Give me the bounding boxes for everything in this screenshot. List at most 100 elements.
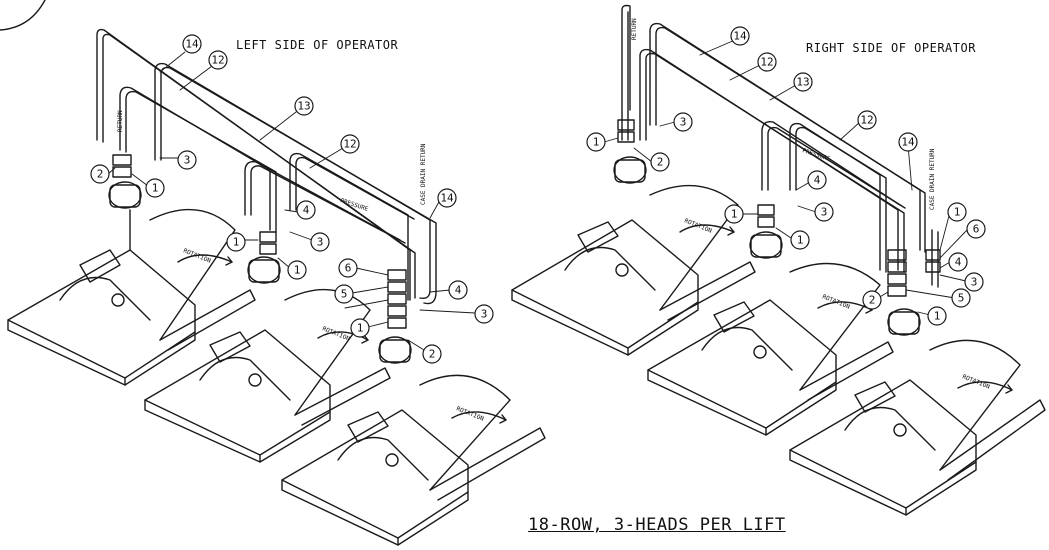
callout-bubble: 13: [294, 96, 314, 116]
left-side-title: LEFT SIDE OF OPERATOR: [236, 38, 399, 52]
callout-bubble: 3: [814, 202, 834, 222]
right-hose-bundle: [621, 4, 939, 288]
callout-number: 5: [958, 292, 965, 305]
callout-bubble: 3: [673, 112, 693, 132]
callout-number: 3: [481, 308, 488, 321]
callout-number: 6: [345, 262, 352, 275]
callout-bubble: 4: [448, 280, 468, 300]
callout-bubble: 4: [807, 170, 827, 190]
callout-number: 13: [796, 76, 809, 89]
callout-bubble: 3: [310, 232, 330, 252]
callout-bubble: 1: [724, 204, 744, 224]
rotation-label: ROTATION: [683, 217, 713, 234]
left-callouts: 14 12 13 12 14 3 1 2 4 3 1 1 6 5 4 3 1 2: [90, 34, 494, 364]
right-callouts: 14 12 13 12 14 3 1 2 4 3 1 1 1 6 4 3 5 2…: [586, 26, 986, 326]
callout-bubble: 1: [287, 260, 307, 280]
callout-bubble: 1: [145, 178, 165, 198]
callout-bubble: 6: [966, 219, 986, 239]
callout-number: 1: [357, 322, 364, 335]
callout-number: 3: [971, 276, 978, 289]
callout-bubble: 1: [927, 306, 947, 326]
callout-bubble: 3: [474, 304, 494, 324]
corner-arc: [0, 0, 46, 31]
left-case-drain-label: CASE DRAIN RETURN: [420, 143, 427, 205]
right-row-units: [511, 184, 1046, 516]
callout-number: 1: [731, 208, 738, 221]
callout-number: 14: [733, 30, 747, 43]
right-motors: [613, 156, 921, 336]
right-return-label: RETURN: [631, 18, 638, 40]
callout-number: 14: [185, 38, 199, 51]
callout-number: 12: [760, 56, 773, 69]
callout-bubble: 12: [757, 52, 777, 72]
callout-number: 3: [184, 154, 191, 167]
callout-number: 1: [233, 236, 240, 249]
left-return-label: RETURN: [117, 110, 124, 132]
callout-number: 1: [797, 234, 804, 247]
callout-number: 1: [934, 310, 941, 323]
callout-bubble: 1: [790, 230, 810, 250]
callout-number: 4: [955, 256, 962, 269]
left-hose-bundle: [96, 28, 437, 305]
callout-bubble: 2: [862, 290, 882, 310]
left-motors: [108, 181, 412, 364]
callout-number: 2: [97, 168, 104, 181]
callout-bubble: 14: [182, 34, 202, 54]
callout-number: 12: [860, 114, 873, 127]
callout-bubble: 4: [296, 200, 316, 220]
callout-bubble: 1: [947, 202, 967, 222]
left-row-units: [7, 208, 546, 546]
callout-number: 1: [294, 264, 301, 277]
left-leader-lines: [107, 51, 476, 351]
callout-number: 3: [821, 206, 828, 219]
callout-bubble: 1: [350, 318, 370, 338]
callout-bubble: 1: [226, 232, 246, 252]
callout-number: 12: [211, 54, 224, 67]
callout-bubble: 2: [422, 344, 442, 364]
callout-bubble: 3: [177, 150, 197, 170]
callout-bubble: 3: [964, 272, 984, 292]
callout-number: 4: [814, 174, 821, 187]
callout-number: 14: [440, 192, 454, 205]
diagram-caption: 18-ROW, 3-HEADS PER LIFT: [528, 515, 786, 535]
callout-number: 4: [455, 284, 462, 297]
rotation-label: ROTATION: [961, 373, 991, 390]
callout-number: 2: [657, 156, 664, 169]
callout-bubble: 14: [730, 26, 750, 46]
callout-number: 13: [297, 100, 310, 113]
right-side-title: RIGHT SIDE OF OPERATOR: [806, 41, 976, 55]
right-valve-stacks: [617, 119, 941, 297]
callout-bubble: 6: [338, 258, 358, 278]
callout-bubble: 2: [650, 152, 670, 172]
callout-bubble: 5: [951, 288, 971, 308]
callout-bubble: 12: [340, 134, 360, 154]
callout-number: 6: [973, 223, 980, 236]
callout-bubble: 2: [90, 164, 110, 184]
callout-number: 2: [429, 348, 436, 361]
left-rotation-arrows: [177, 254, 507, 424]
callout-bubble: 13: [793, 72, 813, 92]
rotation-label: ROTATION: [182, 247, 212, 264]
callout-bubble: 12: [857, 110, 877, 130]
callout-number: 5: [341, 288, 348, 301]
rotation-label: ROTATION: [821, 293, 851, 310]
callout-number: 3: [680, 116, 687, 129]
small-labels: RETURN CASE DRAIN RETURN PRESSURE RETURN…: [117, 18, 991, 423]
right-case-drain-label: CASE DRAIN RETURN: [929, 148, 936, 210]
callout-bubble: 4: [948, 252, 968, 272]
callout-number: 1: [593, 136, 600, 149]
callout-number: 2: [869, 294, 876, 307]
right-leader-lines: [603, 39, 969, 316]
callout-bubble: 5: [334, 284, 354, 304]
callout-number: 1: [152, 182, 159, 195]
callout-bubble: 14: [898, 132, 918, 152]
callout-number: 1: [954, 206, 961, 219]
callout-bubble: 1: [586, 132, 606, 152]
callout-number: 3: [317, 236, 324, 249]
callout-number: 12: [343, 138, 356, 151]
callout-number: 4: [303, 204, 310, 217]
callout-bubble: 14: [437, 188, 457, 208]
callout-number: 14: [901, 136, 915, 149]
